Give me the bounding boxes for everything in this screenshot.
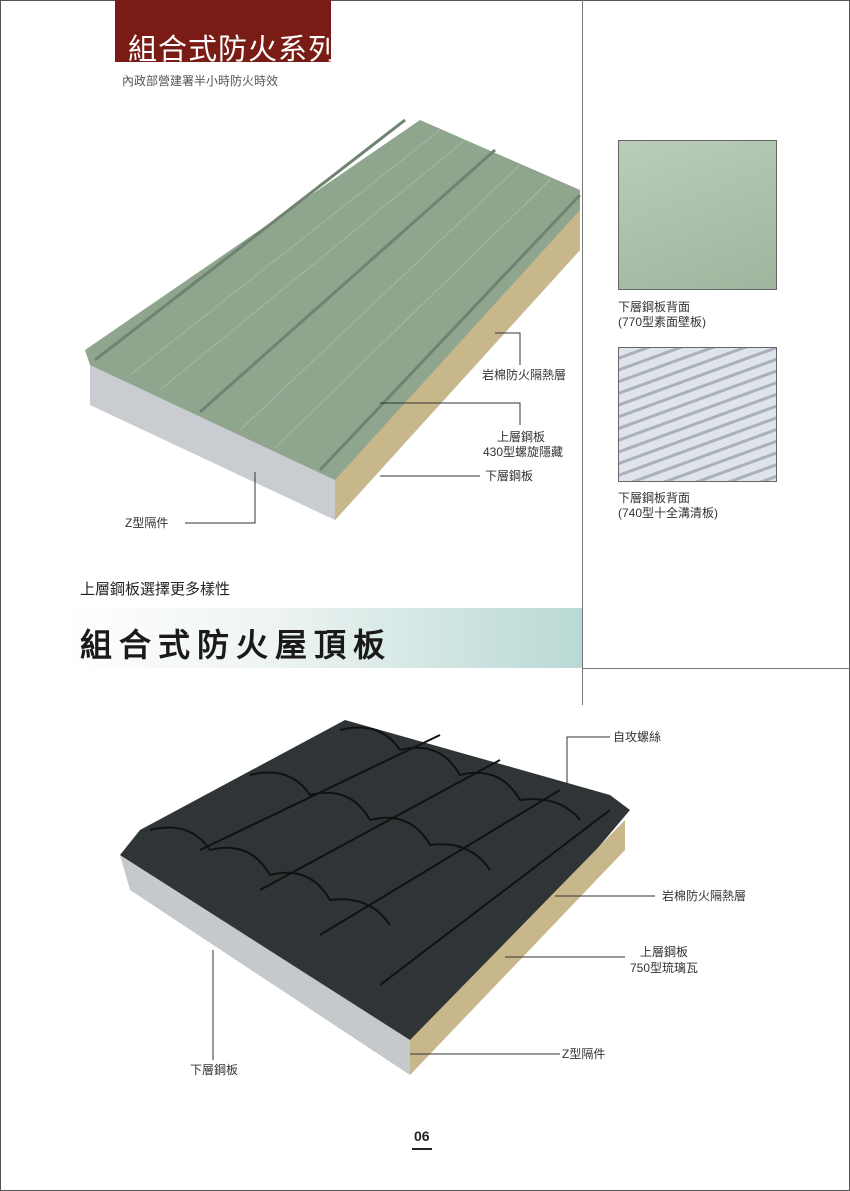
callout-lower-sheet: 下層鋼板 <box>485 469 534 483</box>
callout-rockwool: 岩棉防火隔熱層 <box>482 368 567 382</box>
series-subtitle: 內政部營建署半小時防火時效 <box>122 74 279 88</box>
divider-horizontal <box>582 668 850 669</box>
callout-self-tapping-screw: 自攻螺絲 <box>613 730 662 744</box>
thumb-770-caption-1: 下層鋼板背面 <box>618 300 691 314</box>
bottom-callout-lines <box>212 736 655 1060</box>
callout-z-spacer-bottom: Z型隔件 <box>562 1047 606 1061</box>
series-title: 組合式防火系列 <box>128 34 339 66</box>
thumbnail-770 <box>618 140 777 290</box>
callout-upper-sheet: 上層鋼板 <box>497 430 546 444</box>
top-panel-image <box>85 118 582 520</box>
callout-lower-sheet-bottom: 下層鋼板 <box>190 1063 239 1077</box>
section-subheading: 上層鋼板選擇更多樣性 <box>80 581 231 598</box>
section-banner <box>65 608 582 668</box>
callout-z-spacer: Z型隔件 <box>125 516 169 530</box>
divider-vertical <box>582 0 583 705</box>
section-title: 組合式防火屋頂板 <box>80 627 393 663</box>
page-number: 06 <box>412 1128 432 1150</box>
thumb-770-caption-2: (770型素面壁板) <box>618 315 707 329</box>
thumb-740-caption-1: 下層鋼板背面 <box>618 491 691 505</box>
top-callout-lines <box>185 332 521 524</box>
callout-750-glazed-tile: 750型琉璃瓦 <box>630 961 699 975</box>
callout-upper-sheet-bottom: 上層鋼板 <box>640 945 689 959</box>
bottom-tile-image <box>120 720 630 1075</box>
thumb-740-caption-2: (740型十全溝清板) <box>618 506 719 520</box>
callout-430-hidden-screw: 430型螺旋隱藏 <box>483 445 564 459</box>
thumbnail-740 <box>618 347 777 482</box>
callout-rockwool-bottom: 岩棉防火隔熱層 <box>662 889 747 903</box>
series-title-bar <box>115 0 331 62</box>
